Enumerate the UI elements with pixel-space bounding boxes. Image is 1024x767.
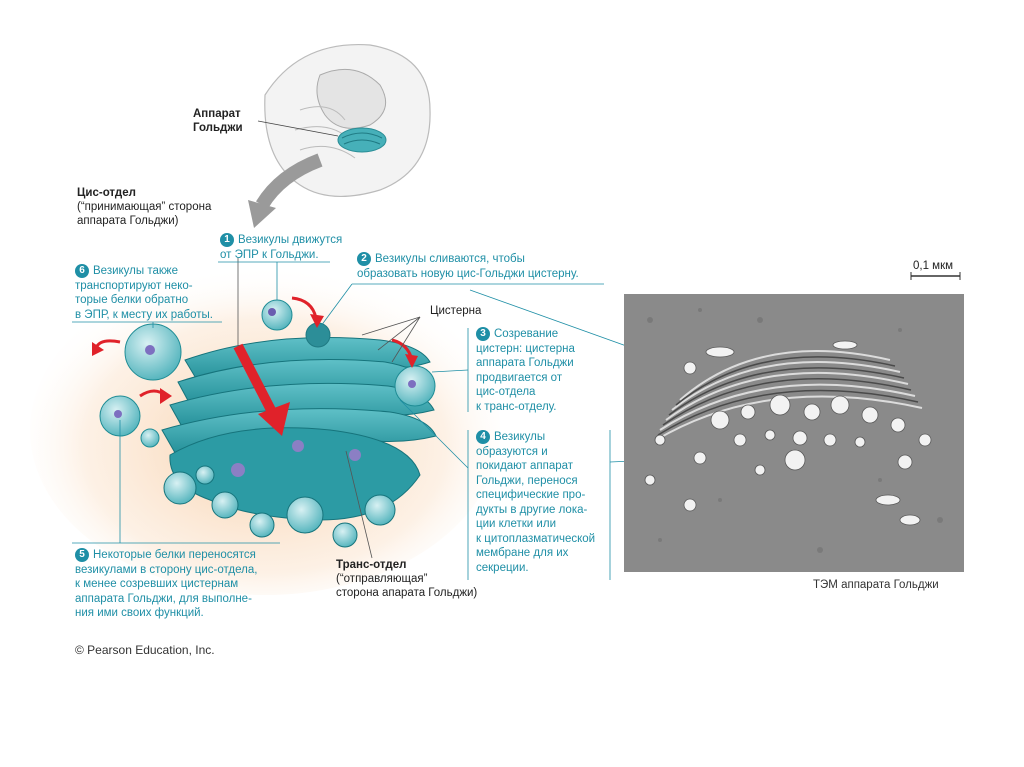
step-number-badge: 2 [357, 252, 371, 266]
tem-caption: ТЭМ аппарата Гольджи [813, 579, 939, 591]
copyright: © Pearson Education, Inc. [75, 643, 215, 657]
label-cisterna: Цистерна [430, 305, 482, 317]
scale-label: 0,1 мкм [913, 260, 954, 272]
label-golgi-small: Аппарат Гольджи [193, 108, 243, 134]
step-number-badge: 4 [476, 430, 490, 444]
teal-leader-lines [72, 261, 701, 580]
leader-lines [237, 258, 421, 559]
label-cis: Цис-отдел (“принимающая” сторона аппарат… [77, 187, 212, 227]
step-number-badge: 3 [476, 327, 490, 341]
label-trans: Транс-отдел (“отправляющая” сторона апар… [336, 559, 478, 599]
step-number-badge: 5 [75, 548, 89, 562]
step-number-badge: 1 [220, 233, 234, 247]
vesicles [99, 299, 436, 448]
maturation-arrow [233, 343, 277, 415]
step-number-badge: 6 [75, 264, 89, 278]
zoom-arrow [255, 153, 323, 209]
tem-image [624, 294, 964, 572]
golgi-stack [161, 337, 437, 548]
